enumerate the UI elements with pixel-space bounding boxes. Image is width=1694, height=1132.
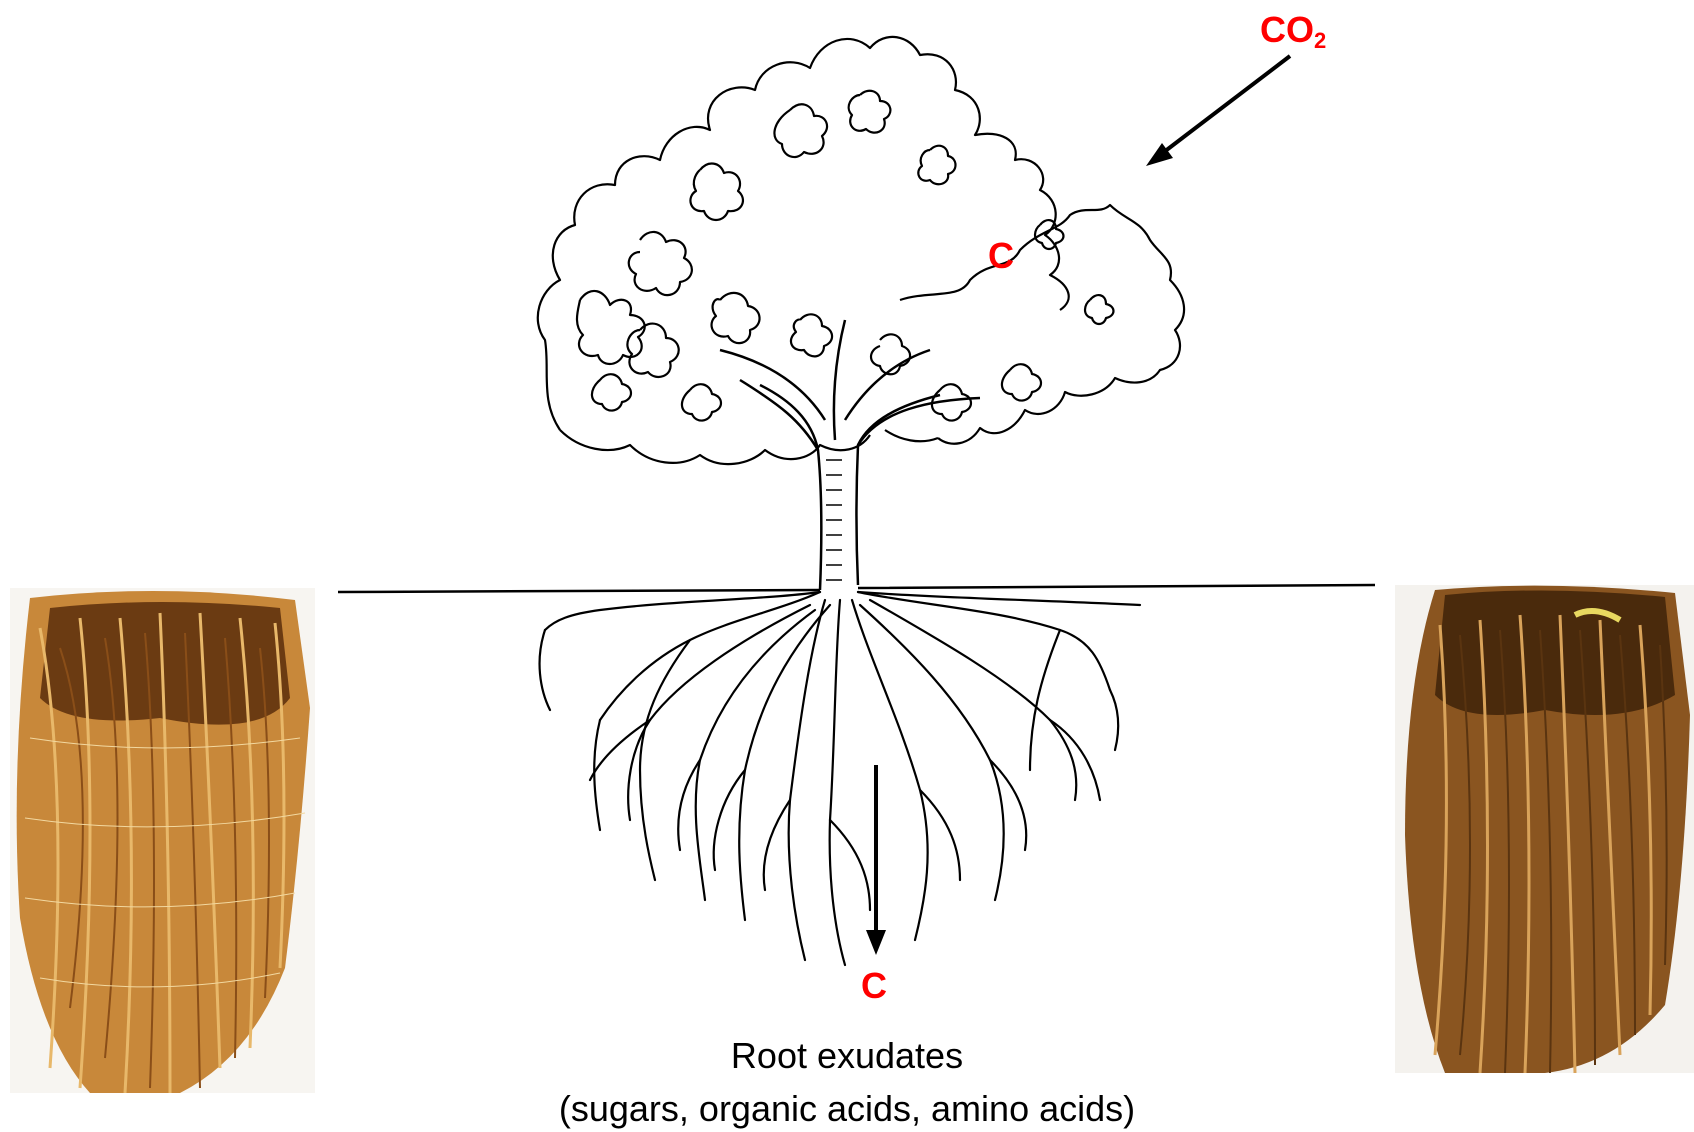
leaf-carbon-label: C	[988, 238, 1014, 274]
co2-label-subscript: 2	[1314, 28, 1326, 53]
ground-line	[338, 585, 1375, 592]
trunk-bark-marks	[826, 460, 842, 580]
co2-arrow	[1146, 56, 1290, 166]
tree-roots	[540, 592, 1140, 965]
root-carbon-label: C	[861, 968, 887, 1004]
tree-canopy	[538, 37, 1184, 464]
root-carbon-arrow	[866, 765, 886, 955]
co2-label: CO2	[1260, 12, 1326, 52]
co2-label-main: CO	[1260, 9, 1314, 50]
caption-subtitle: (sugars, organic acids, amino acids)	[0, 1091, 1694, 1127]
caption-title: Root exudates	[0, 1038, 1694, 1074]
